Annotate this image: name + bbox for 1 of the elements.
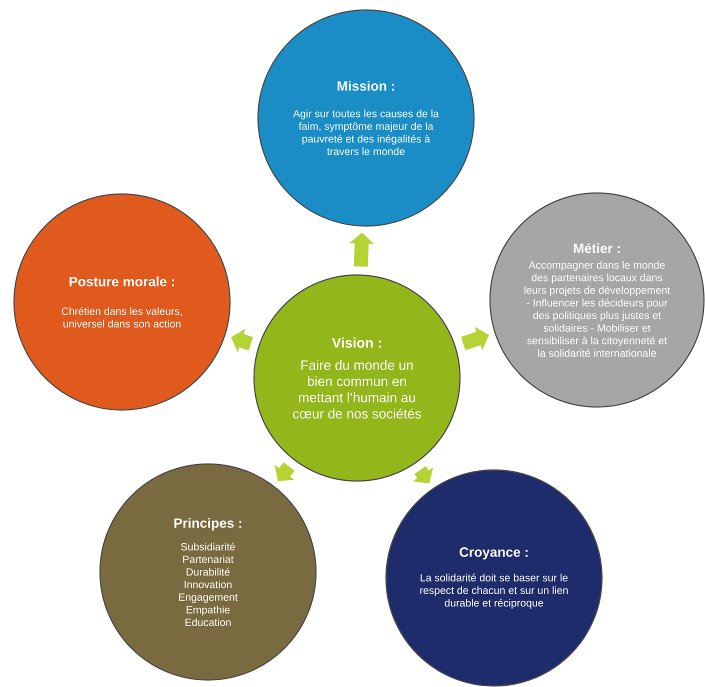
block-arrow [460,326,489,350]
